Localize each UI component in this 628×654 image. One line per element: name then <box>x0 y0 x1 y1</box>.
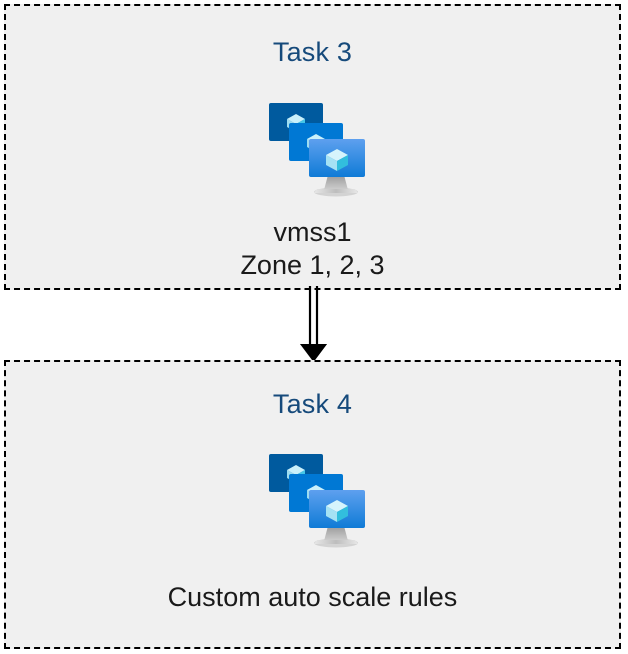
panel-task-3[interactable]: Task 3 <box>4 4 621 290</box>
node-label-rules: Custom auto scale rules <box>167 582 458 612</box>
virtual-machine-scale-set-icon <box>255 446 371 550</box>
node-label-name: vmss1 <box>273 217 352 247</box>
panel-task-4[interactable]: Task 4 <box>4 360 621 649</box>
panel-task-3-content: Task 3 <box>6 6 619 288</box>
panel-task-4-content: Task 4 <box>6 362 619 647</box>
panel-task-4-labels: Custom auto scale rules <box>168 581 458 614</box>
flow-arrow-down <box>296 286 332 362</box>
node-label-zones: Zone 1, 2, 3 <box>240 250 385 280</box>
panel-task-3-labels: vmss1 Zone 1, 2, 3 <box>240 216 384 282</box>
panel-task-4-title: Task 4 <box>272 389 353 419</box>
panel-task-3-title: Task 3 <box>272 37 353 67</box>
virtual-machine-scale-set-icon <box>255 95 371 199</box>
